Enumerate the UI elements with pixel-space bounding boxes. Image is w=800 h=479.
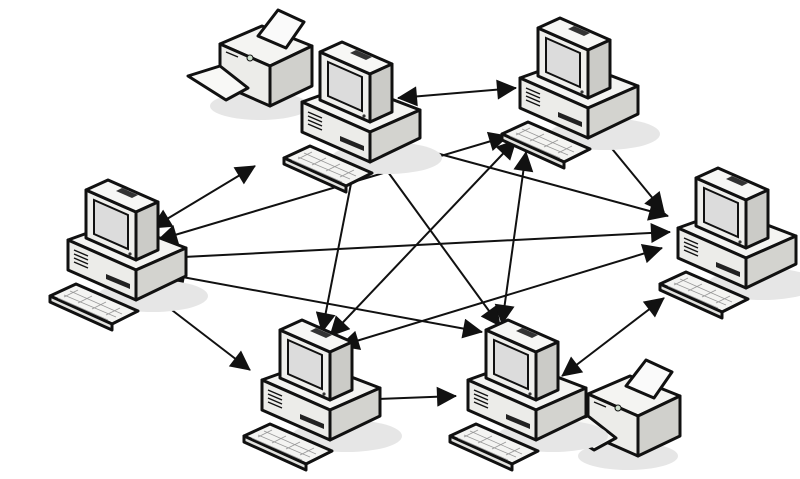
connection-d-f	[561, 297, 665, 377]
printer-icon	[186, 8, 314, 122]
connection-c-d	[163, 222, 671, 268]
devices	[48, 8, 800, 472]
desktop-computer-icon	[500, 16, 662, 170]
connection-b-c	[157, 131, 509, 245]
connection-a-c	[151, 165, 256, 229]
desktop-computer-icon	[48, 178, 210, 332]
connection-d-e	[339, 243, 663, 351]
connection-a-b	[397, 79, 517, 107]
connection-b-f	[494, 151, 534, 325]
desktop-computer-icon	[448, 318, 610, 472]
desktop-computer-icon	[242, 318, 404, 472]
desktop-computer-icon	[658, 166, 800, 320]
